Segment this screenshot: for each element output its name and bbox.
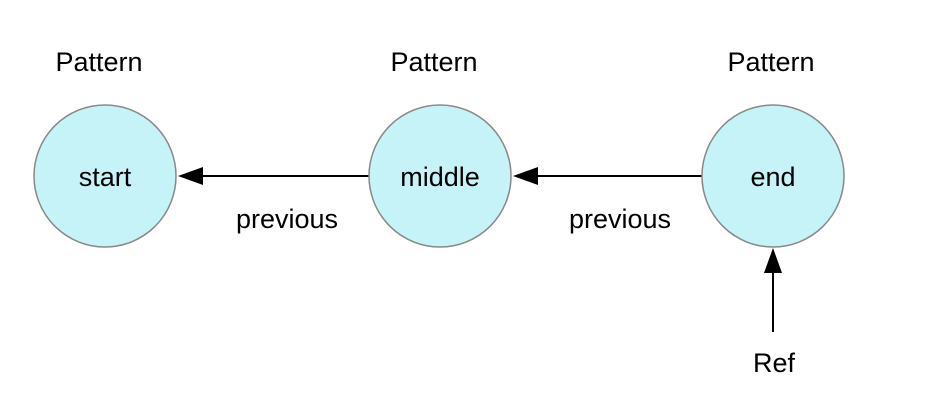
node-end-type-label: Pattern bbox=[727, 47, 814, 77]
node-end-label: end bbox=[750, 162, 795, 192]
ref-label: Ref bbox=[753, 348, 796, 378]
edge-middle-to-start: previous bbox=[178, 167, 369, 234]
arrowhead-left-1 bbox=[178, 167, 203, 185]
node-start-circle bbox=[33, 104, 177, 248]
node-start: Pattern start bbox=[33, 47, 177, 248]
arrowhead-left-2 bbox=[513, 167, 538, 185]
node-start-label: start bbox=[79, 162, 132, 192]
node-middle-type-label: Pattern bbox=[390, 47, 477, 77]
node-middle-circle bbox=[368, 104, 512, 248]
arrowhead-up bbox=[764, 248, 782, 273]
edge-label-previous-1: previous bbox=[236, 204, 338, 234]
edge-end-to-middle: previous bbox=[513, 167, 702, 234]
node-end-circle bbox=[701, 104, 845, 248]
node-middle: Pattern middle bbox=[368, 47, 512, 248]
edge-ref-to-end: Ref bbox=[753, 248, 796, 378]
node-end: Pattern end bbox=[701, 47, 845, 248]
node-start-type-label: Pattern bbox=[55, 47, 142, 77]
node-middle-label: middle bbox=[400, 162, 480, 192]
edge-label-previous-2: previous bbox=[569, 204, 671, 234]
